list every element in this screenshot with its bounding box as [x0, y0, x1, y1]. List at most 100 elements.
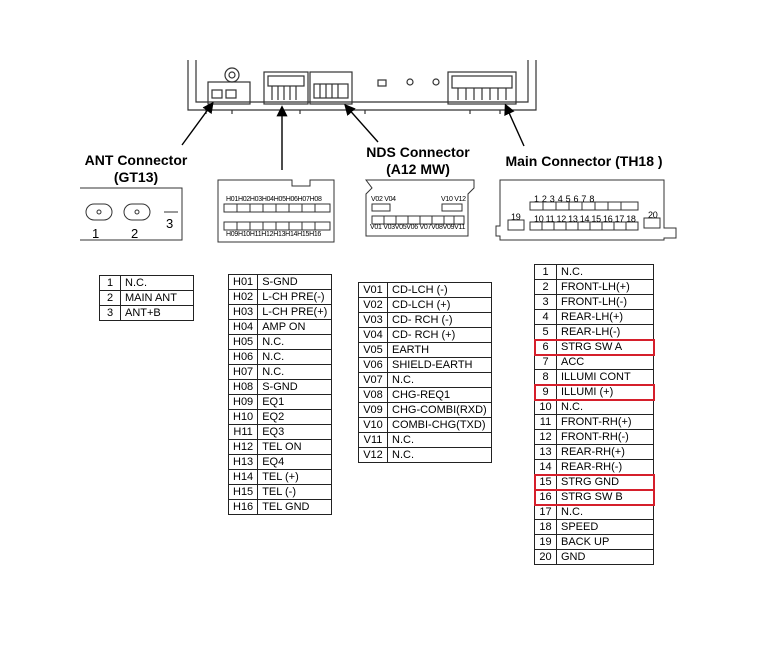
h-connector-top-pins: H01H02H03H04H05H06H07H08: [226, 196, 322, 203]
pin-cell: H14: [227, 469, 259, 485]
pin-cell: H08: [227, 379, 259, 395]
signal-cell: FRONT-LH(-): [556, 294, 654, 310]
nds-top-left-pins: V02 V04: [371, 196, 396, 203]
signal-cell: COMBI-CHG(TXD): [387, 417, 492, 433]
pin-cell: 1: [534, 264, 557, 280]
signal-cell: L-CH PRE(-): [257, 289, 333, 305]
signal-cell: CD-LCH (-): [387, 282, 492, 298]
pin-cell: V01: [358, 282, 388, 298]
pin-cell: 3: [99, 305, 121, 321]
pin-cell: V10: [358, 417, 388, 433]
signal-cell: N.C.: [257, 364, 333, 380]
ant-title-line2: (GT13): [113, 169, 159, 185]
signal-cell: CD-LCH (+): [387, 297, 492, 313]
nds-bottom-pins: V01 V03V05V06 V07V08V09V11: [370, 224, 466, 231]
nds-top-right-pins: V10 V12: [441, 196, 466, 203]
signal-cell: EQ3: [257, 424, 333, 440]
main-top-pins: 1 2 3 4 5 6 7 8: [534, 194, 595, 204]
signal-cell: ACC: [556, 354, 654, 370]
pin-cell: H06: [227, 349, 259, 365]
signal-cell: TEL GND: [257, 499, 333, 515]
signal-cell: GND: [556, 549, 654, 565]
pin-cell: V09: [358, 402, 388, 418]
nds-title-line1: NDS Connector: [366, 144, 470, 160]
signal-cell: TEL ON: [257, 439, 333, 455]
signal-cell: TEL (+): [257, 469, 333, 485]
nds-connector-face: [365, 179, 475, 237]
h-connector-face: [217, 179, 335, 243]
signal-cell: N.C.: [387, 372, 492, 388]
pin-cell: H05: [227, 334, 259, 350]
signal-cell: N.C.: [120, 275, 194, 291]
signal-cell: SPEED: [556, 519, 654, 535]
pin-cell: V12: [358, 447, 388, 463]
signal-cell: MAIN ANT: [120, 290, 194, 306]
signal-cell: EQ1: [257, 394, 333, 410]
signal-cell: CHG-REQ1: [387, 387, 492, 403]
main-connector-face: [495, 179, 677, 241]
pin-cell: 13: [534, 444, 557, 460]
pin-cell: V07: [358, 372, 388, 388]
signal-cell: EQ2: [257, 409, 333, 425]
pin-cell: 1: [99, 275, 121, 291]
pin-cell: H03: [227, 304, 259, 320]
main-pin-19-label: 19: [511, 212, 521, 222]
pin-cell: V03: [358, 312, 388, 328]
signal-cell: CD- RCH (-): [387, 312, 492, 328]
pin-cell: 4: [534, 309, 557, 325]
signal-cell: ANT+B: [120, 305, 194, 321]
pin-cell: 11: [534, 414, 557, 430]
signal-cell: N.C.: [387, 447, 492, 463]
main-pin-20-label: 20: [648, 210, 658, 220]
highlight-box: [533, 338, 655, 356]
pin-cell: 2: [99, 290, 121, 306]
ant-connector-title: ANT Connector (GT13): [82, 152, 190, 186]
pin-cell: 2: [534, 279, 557, 295]
pin-cell: H02: [227, 289, 259, 305]
signal-cell: EARTH: [387, 342, 492, 358]
pin-cell: 8: [534, 369, 557, 385]
signal-cell: S-GND: [257, 274, 333, 290]
signal-cell: ILLUMI CONT: [556, 369, 654, 385]
main-connector-title: Main Connector (TH18 ): [505, 153, 663, 169]
pin-cell: 5: [534, 324, 557, 340]
pin-cell: 19: [534, 534, 557, 550]
ant-connector-face: [80, 187, 183, 241]
pin-cell: V08: [358, 387, 388, 403]
pin-cell: 20: [534, 549, 557, 565]
signal-cell: CD- RCH (+): [387, 327, 492, 343]
ant-title-line1: ANT Connector: [84, 152, 188, 168]
signal-cell: N.C.: [556, 264, 654, 280]
